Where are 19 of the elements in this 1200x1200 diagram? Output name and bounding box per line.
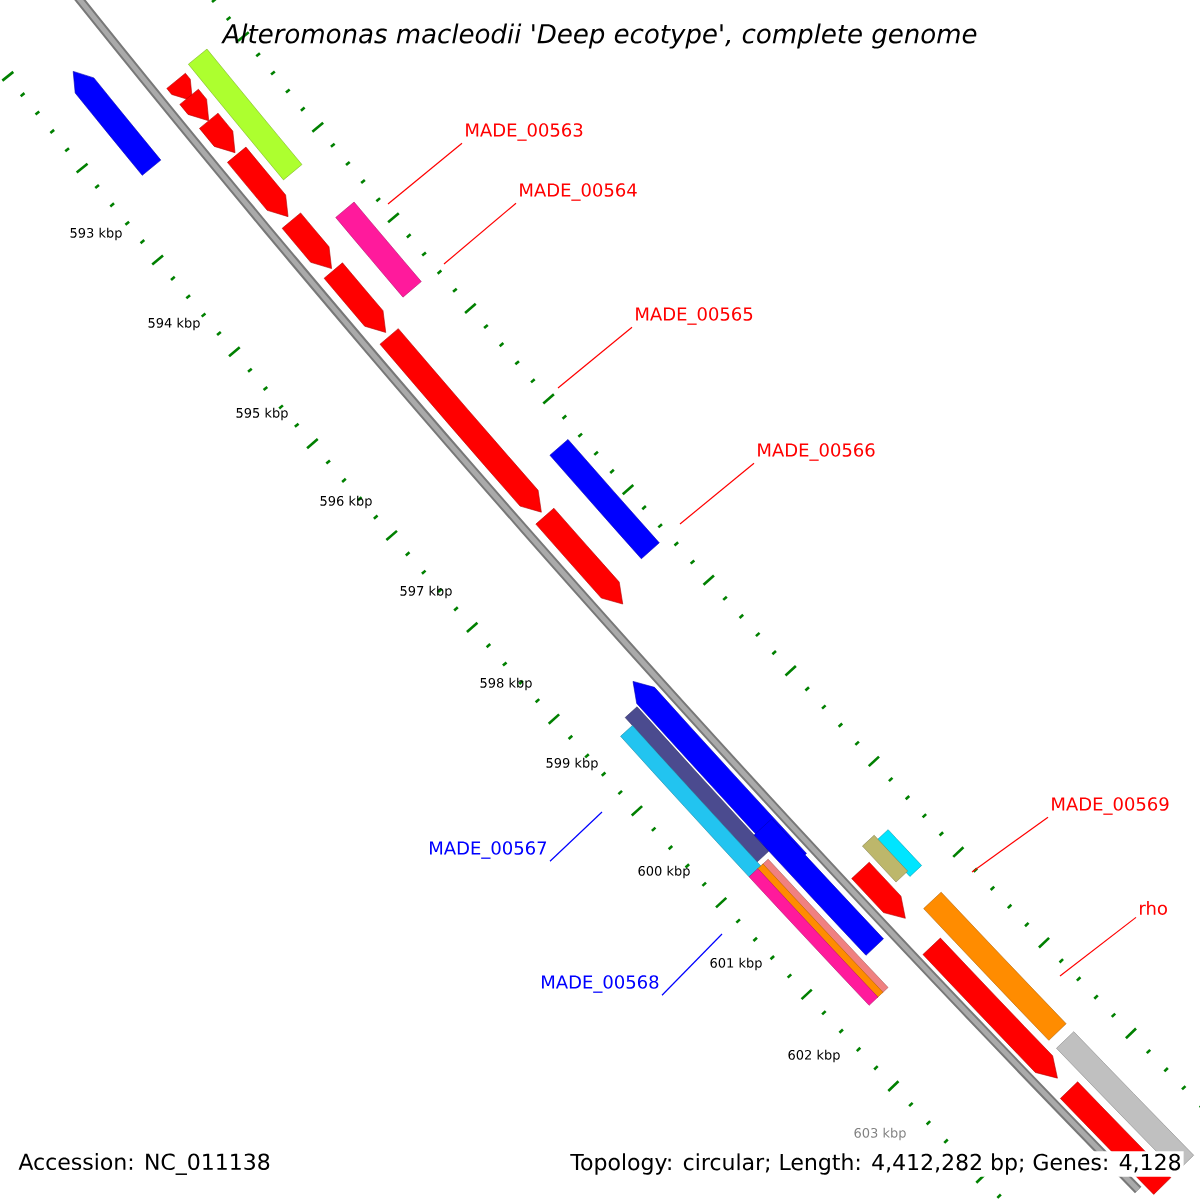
gene-label: MADE_00566 [758, 443, 875, 461]
gene-label: rho [1140, 901, 1167, 915]
footer-text: Topology: circular; Length: 4,412,282 bp; Genes: 4,128 [568, 1151, 1184, 1177]
gene-label: MADE_00567 [430, 841, 547, 859]
leader-line [1059, 916, 1137, 977]
leader-line [557, 326, 633, 389]
gene-label: MADE_00563 [466, 123, 583, 141]
gene-label: MADE_00564 [520, 183, 637, 201]
leader-line [679, 462, 755, 525]
footer-text: Accession: NC_011138 [16, 1151, 273, 1177]
gene-label: MADE_00565 [636, 307, 753, 325]
gene-label: MADE_00569 [1052, 797, 1169, 815]
leader-line [387, 142, 463, 205]
title: Alteromonas macleodii 'Deep ecotype', complete genome [221, 23, 977, 49]
leader-line [549, 811, 603, 862]
leader-line [971, 816, 1049, 873]
leader-line [661, 933, 723, 996]
leader-line [443, 202, 517, 265]
gene-label: MADE_00568 [542, 975, 659, 993]
